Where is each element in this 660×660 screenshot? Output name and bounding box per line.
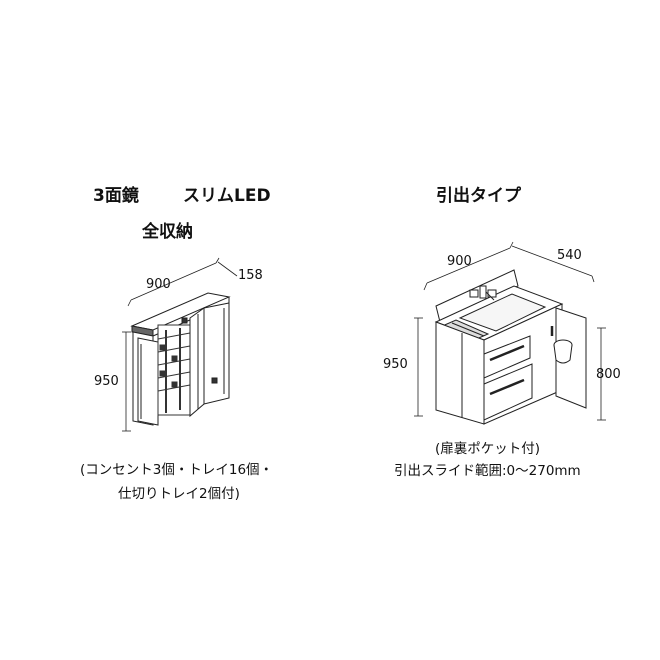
mirror-dimension-lines xyxy=(122,257,238,432)
mirror-left-door xyxy=(137,337,159,426)
door-pocket xyxy=(553,339,573,364)
mirror-note-line2: 仕切りトレイ2個付) xyxy=(118,486,240,502)
vanity-note-drawer-slide: 引出スライド範囲:0〜270mm xyxy=(394,463,581,479)
mirror-dim-width: 900 xyxy=(146,277,171,292)
vanity-basin xyxy=(458,293,547,332)
mirror-title-full-storage: 全収納 xyxy=(142,222,193,242)
vanity-dim-width: 900 xyxy=(447,254,472,269)
mirror-cabinet-drawing xyxy=(122,257,238,432)
vanity-title-drawer-type: 引出タイプ xyxy=(436,186,521,206)
vanity-body-left xyxy=(435,321,485,425)
mirror-center-door xyxy=(189,307,205,418)
mirror-dim-depth: 158 xyxy=(238,268,263,283)
mirror-inner-shelves xyxy=(157,324,191,416)
vanity-dim-counter-height: 800 xyxy=(596,367,621,382)
mirror-note-line1: (コンセント3個・トレイ16個・ xyxy=(80,462,274,478)
lower-drawer xyxy=(483,363,533,421)
vanity-drawing xyxy=(414,241,606,425)
mirror-dim-height: 950 xyxy=(94,374,119,389)
mirror-right-door xyxy=(203,302,230,405)
mirror-title-slim-led: スリムLED xyxy=(183,186,271,206)
faucet xyxy=(469,285,497,301)
vanity-door xyxy=(555,307,587,409)
vanity-dimension-lines xyxy=(414,241,606,421)
mirror-title-3-panel: 3面鏡 xyxy=(93,186,139,206)
vanity-note-door-pocket: (扉裏ポケット付) xyxy=(435,441,541,457)
vanity-dim-depth: 540 xyxy=(557,248,582,263)
upper-drawer xyxy=(483,335,531,379)
vanity-dim-height: 950 xyxy=(383,357,408,372)
